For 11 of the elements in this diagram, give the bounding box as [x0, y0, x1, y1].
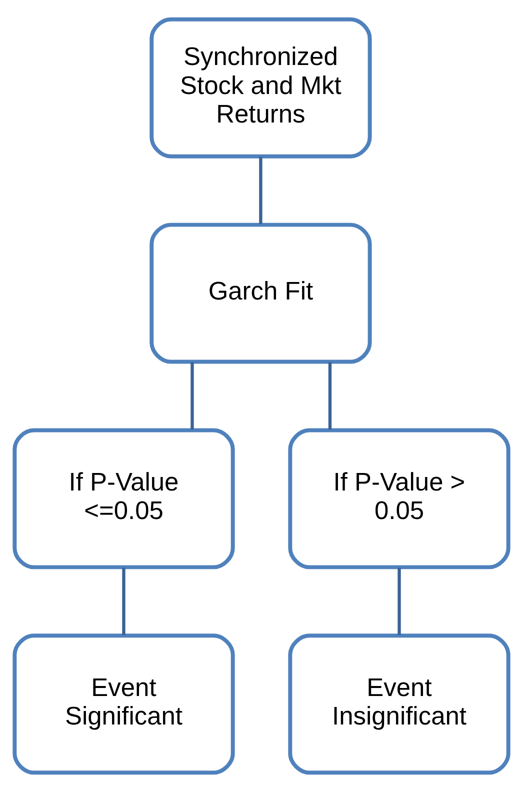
connector	[122, 568, 126, 635]
node-box: Event Significant	[12, 634, 235, 775]
connector	[190, 362, 194, 430]
connector	[259, 156, 262, 224]
connector	[398, 568, 401, 635]
node-box: Garch Fit	[150, 222, 372, 364]
node-box: Synchronized Stock and Mkt Returns	[150, 17, 372, 158]
connector	[328, 362, 332, 430]
node-box: If P-Value > 0.05	[288, 428, 510, 570]
node-box: Event Insignificant	[288, 634, 510, 775]
node-box: If P-Value <=0.05	[12, 428, 235, 570]
